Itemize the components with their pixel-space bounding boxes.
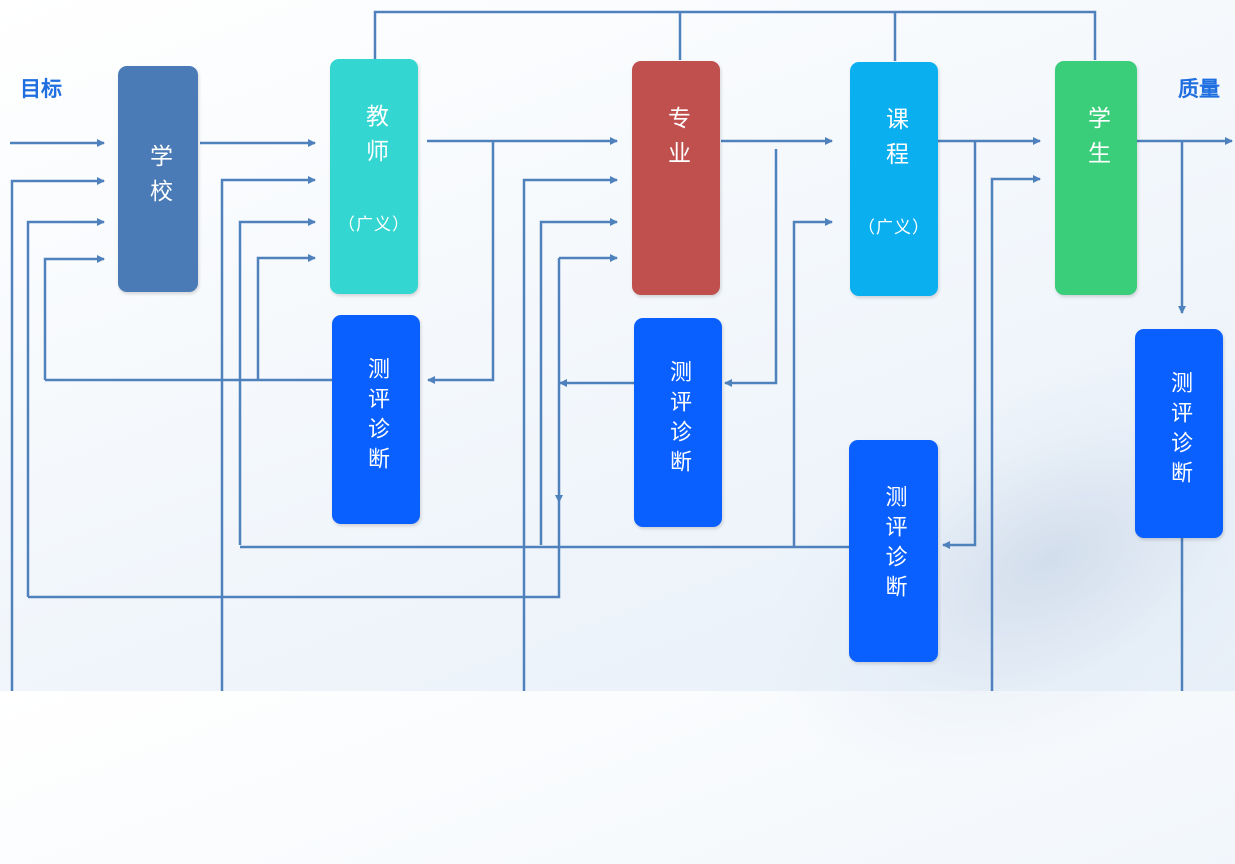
- goal-label: 目标: [20, 77, 62, 101]
- course-node: 课程 （广义）: [850, 62, 938, 296]
- student-eval-node: 测评诊断: [1135, 329, 1223, 538]
- teacher-eval-node: 测评诊断: [332, 315, 420, 524]
- quality-label: 质量: [1178, 77, 1220, 101]
- course-eval-label: 测评诊断: [881, 485, 907, 605]
- major-label: 专业: [663, 106, 690, 176]
- major-eval-node: 测评诊断: [634, 318, 722, 527]
- course-label: 课程: [881, 107, 908, 177]
- teacher-node: 教师 （广义）: [330, 59, 418, 294]
- teacher-sublabel: （广义）: [338, 215, 410, 235]
- major-node: 专业: [632, 61, 720, 295]
- school-label: 学校: [145, 144, 172, 214]
- course-eval-node: 测评诊断: [849, 440, 938, 662]
- teacher-eval-label: 测评诊断: [364, 357, 389, 477]
- student-label: 学生: [1083, 106, 1110, 176]
- course-sublabel: （广义）: [858, 218, 930, 238]
- major-eval-label: 测评诊断: [666, 360, 691, 480]
- teacher-label: 教师: [361, 104, 388, 174]
- school-node: 学校: [118, 66, 198, 292]
- student-node: 学生: [1055, 61, 1137, 295]
- student-eval-label: 测评诊断: [1167, 371, 1192, 491]
- connector-lines: [10, 10, 1233, 691]
- flow-connectors: [10, 10, 1233, 691]
